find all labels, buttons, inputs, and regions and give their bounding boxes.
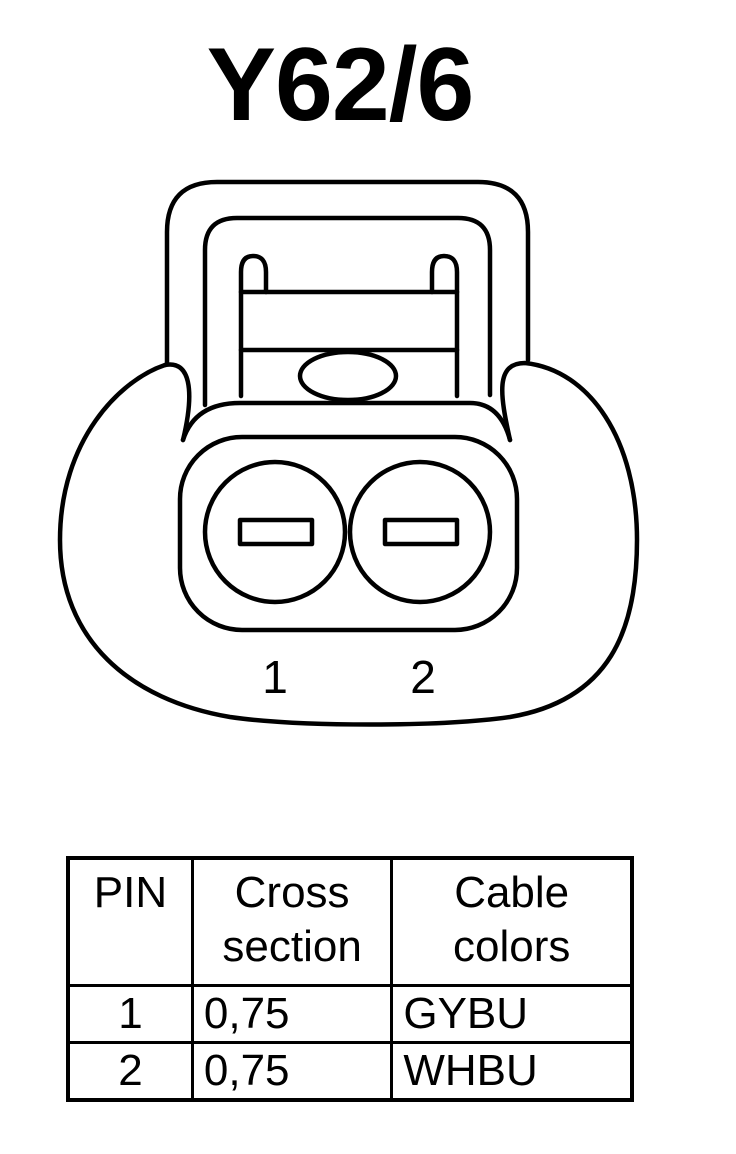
- pin-2-label: 2: [410, 651, 436, 703]
- connector-title: Y62/6: [206, 27, 475, 143]
- row-2-pin: 2: [66, 1041, 194, 1102]
- row-2-cable-color: WHBU: [390, 1041, 634, 1102]
- table-row: 1 0,75 GYBU: [66, 984, 634, 1044]
- row-1-pin: 1: [66, 984, 194, 1044]
- table-header-row: PIN Cross section Cable colors: [66, 856, 634, 987]
- row-1-cross-section: 0,75: [190, 984, 394, 1044]
- table-row: 2 0,75 WHBU: [66, 1041, 634, 1102]
- pin-1-label: 1: [262, 651, 288, 703]
- pin-assignment-table: PIN Cross section Cable colors 1 0,75 GY…: [66, 856, 634, 1102]
- header-pin: PIN: [66, 856, 194, 987]
- housing-left-shoulder: [162, 362, 192, 443]
- connector-housing-outline: [57, 360, 640, 727]
- row-2-cross-section: 0,75: [190, 1041, 394, 1102]
- mating-face-outline: [180, 400, 513, 443]
- latch-outer-frame: [164, 179, 531, 365]
- pin-1-terminal: [237, 517, 315, 547]
- pin-2-terminal: [382, 517, 460, 547]
- pin-1-cavity: [202, 459, 348, 605]
- latch-release-button: [297, 349, 399, 403]
- header-cross-section: Cross section: [190, 856, 394, 987]
- pin-cavity-frame: [177, 434, 520, 633]
- connector-diagram: 1 2: [57, 179, 640, 727]
- row-1-cable-color: GYBU: [390, 984, 634, 1044]
- pin-2-cavity: [347, 459, 493, 605]
- latch-inner-frame: [202, 215, 493, 408]
- latch-tab-left: [238, 253, 269, 399]
- header-cable-colors: Cable colors: [390, 856, 634, 987]
- latch-tab-right: [429, 253, 460, 399]
